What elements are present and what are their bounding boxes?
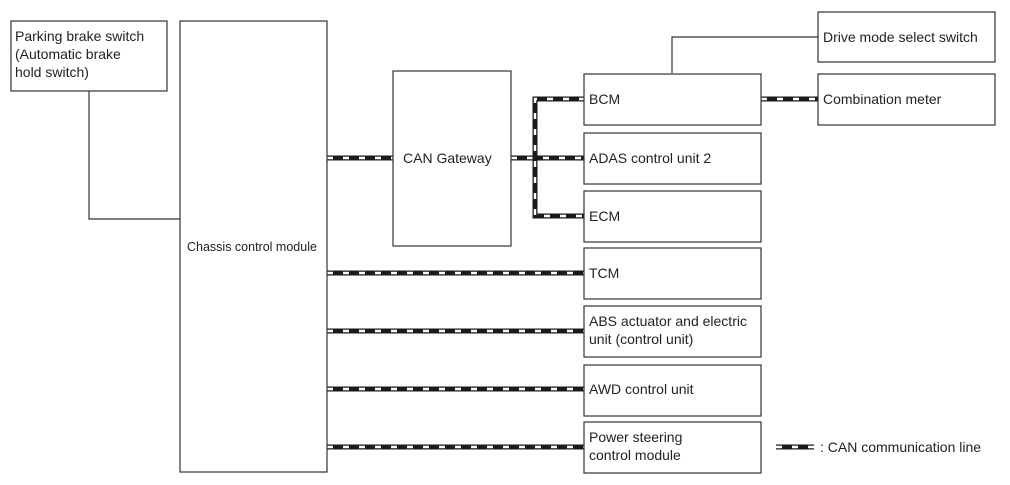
box-adas-control-unit-2 — [583, 132, 762, 185]
box-tcm — [583, 247, 762, 300]
box-bcm — [583, 73, 762, 126]
label-power-steering: Power steering control module — [589, 429, 683, 463]
can-lines — [327, 96, 818, 450]
label-combination-meter: Combination meter — [823, 91, 942, 107]
label-abs-actuator: ABS actuator and electric unit (control … — [589, 313, 747, 347]
box-power-steering — [583, 421, 762, 474]
wire-bcm-to-drive-mode — [671, 36, 818, 73]
label-can-gateway: CAN Gateway — [403, 150, 492, 166]
box-abs-actuator — [583, 305, 762, 358]
box-combination-meter — [817, 73, 996, 126]
box-chassis-control-module — [179, 20, 328, 473]
box-parking-brake-switch — [10, 20, 168, 92]
label-parking-brake-switch: Parking brake switch (Automatic brake ho… — [15, 28, 145, 80]
label-drive-mode-select-switch: Drive mode select switch — [823, 29, 978, 45]
label-awd-control-unit: AWD control unit — [589, 381, 694, 397]
legend-can-communication-line: : CAN communication line — [820, 439, 982, 455]
can-gateway-bcm-ecm-bus — [532, 96, 585, 219]
box-drive-mode-select-switch — [817, 11, 996, 63]
label-ecm: ECM — [589, 208, 621, 224]
label-adas-control-unit-2: ADAS control unit 2 — [589, 150, 712, 166]
label-bcm: BCM — [589, 91, 621, 107]
label-chassis-control-module: Chassis control module — [187, 240, 317, 254]
wire-parking-to-chassis — [88, 91, 180, 220]
label-tcm: TCM — [589, 265, 620, 281]
box-ecm — [583, 190, 762, 243]
box-awd-control-unit — [583, 364, 762, 417]
box-can-gateway — [392, 70, 512, 247]
